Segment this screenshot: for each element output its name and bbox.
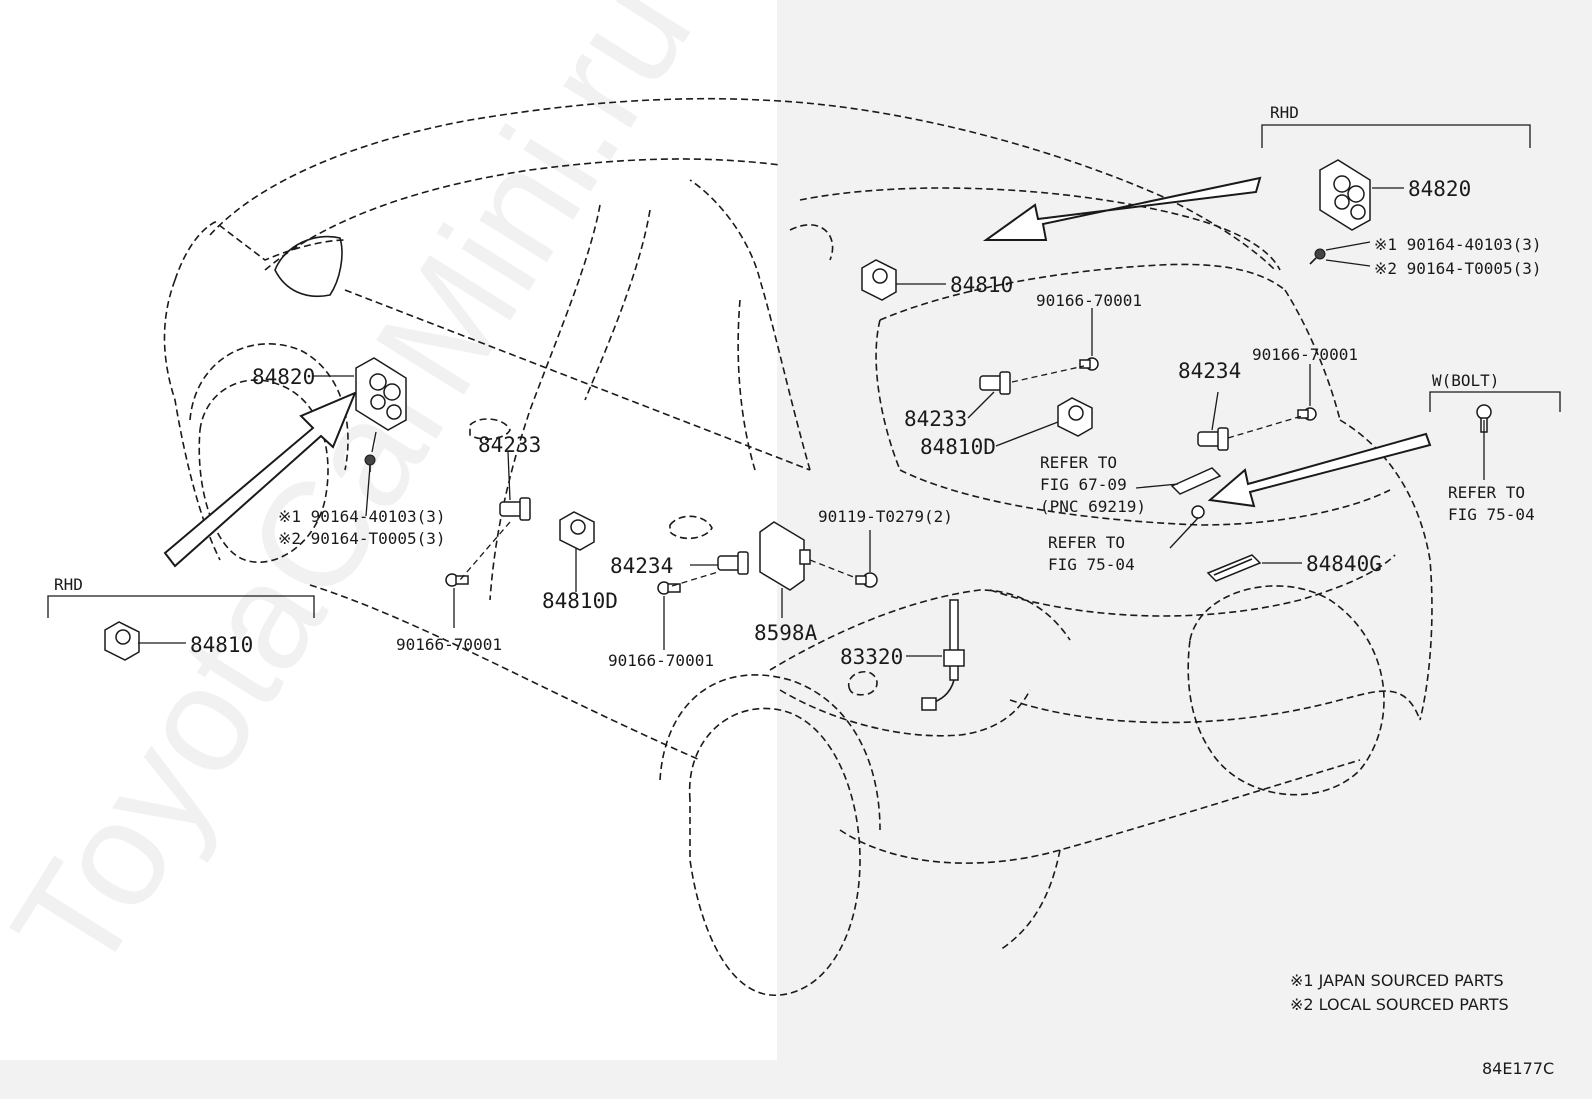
switch-84810D-right-icon[interactable]: [1057, 397, 1093, 437]
label-84233-left: 84233: [478, 433, 541, 457]
part-labels: 84820 84810 84820 84810 84233 84233 8423…: [54, 103, 1554, 1078]
label-84233-center: 84233: [904, 407, 967, 431]
label-84810D-right: 84810D: [920, 435, 996, 459]
grommet-icon[interactable]: [1191, 505, 1205, 519]
bolt-90166-c-icon[interactable]: [445, 573, 469, 587]
ref-75-04-right-line1[interactable]: REFER TO: [1448, 483, 1525, 502]
ref-67-09-line2[interactable]: FIG 67-09: [1040, 475, 1127, 494]
label-90166-a: 90166-70001: [1036, 291, 1142, 310]
control-module-8598A-icon[interactable]: [759, 521, 811, 591]
label-84234-center: 84234: [610, 554, 673, 578]
ref-67-09-line3[interactable]: (PNC 69219): [1040, 497, 1146, 516]
label-90166-d: 90166-70001: [608, 651, 714, 670]
switch-84820-right-icon[interactable]: [1319, 159, 1371, 231]
note-japan-sourced: ※1 JAPAN SOURCED PARTS: [1290, 971, 1504, 990]
car-outline: [163, 97, 1433, 996]
courtesy-switch-84234-right-icon[interactable]: [1197, 427, 1229, 451]
arrow-top-rear: [982, 176, 1262, 241]
sensor-83320-icon[interactable]: [921, 599, 965, 711]
label-screw-left-2: ※2 90164-T0005(3): [278, 529, 446, 548]
label-8598A: 8598A: [754, 621, 818, 645]
label-84810-left: 84810: [190, 633, 253, 657]
bolt-90166-a-icon[interactable]: [1079, 357, 1099, 371]
switch-84810-top-icon[interactable]: [861, 259, 897, 301]
note-local-sourced: ※2 LOCAL SOURCED PARTS: [1290, 995, 1509, 1014]
label-screw-right-2: ※2 90164-T0005(3): [1374, 259, 1542, 278]
direction-arrows: [163, 176, 1432, 568]
bolt-90166-b-icon[interactable]: [1297, 407, 1317, 421]
ref-75-04-right-line2[interactable]: FIG 75-04: [1448, 505, 1535, 524]
label-83320: 83320: [840, 645, 903, 669]
ref-75-04-center-line1[interactable]: REFER TO: [1048, 533, 1125, 552]
bolt-90119-icon[interactable]: [855, 572, 878, 588]
label-84820-right: 84820: [1408, 177, 1471, 201]
label-84810D-center: 84810D: [542, 589, 618, 613]
group-brackets: [47, 124, 1561, 618]
label-screw-right-1: ※1 90164-40103(3): [1374, 235, 1542, 254]
switch-84820-left-icon[interactable]: [355, 357, 407, 431]
courtesy-switch-84234-center-icon[interactable]: [717, 551, 749, 575]
watermark: ToyotaCarMini.ru: [0, 0, 723, 1002]
ref-75-04-center-line2[interactable]: FIG 75-04: [1048, 555, 1135, 574]
switch-84810-left-icon[interactable]: [104, 621, 140, 661]
switch-84810D-center-icon[interactable]: [559, 511, 595, 551]
leader-lines: [138, 187, 1485, 657]
label-rhd-left: RHD: [54, 575, 83, 594]
label-90166-c: 90166-70001: [396, 635, 502, 654]
lamp-ref-67-09-icon[interactable]: [1170, 467, 1222, 495]
label-90166-b: 90166-70001: [1252, 345, 1358, 364]
shaded-footer: [0, 1060, 1592, 1099]
label-screw-left-1: ※1 90164-40103(3): [278, 507, 446, 526]
courtesy-switch-84233-center-icon[interactable]: [979, 371, 1011, 395]
arrow-left-door: [163, 391, 357, 568]
label-90119: 90119-T0279(2): [818, 507, 953, 526]
ref-67-09-line1[interactable]: REFER TO: [1040, 453, 1117, 472]
label-84810-top: 84810: [950, 273, 1013, 297]
shaded-panel: [777, 0, 1592, 1060]
label-84234-right: 84234: [1178, 359, 1241, 383]
bolt-90166-d-icon[interactable]: [657, 581, 681, 595]
label-w-bolt: W(BOLT): [1432, 371, 1499, 390]
arrow-rear-gate: [1207, 432, 1432, 508]
figure-code: 84E177C: [1482, 1059, 1554, 1078]
lamp-84840G-icon[interactable]: [1206, 554, 1262, 582]
label-84820-left: 84820: [252, 365, 315, 389]
label-84840G: 84840G: [1306, 552, 1382, 576]
screw-90164-right-icon[interactable]: [1309, 248, 1326, 265]
courtesy-switch-84233-left-icon[interactable]: [499, 497, 531, 521]
label-rhd-top: RHD: [1270, 103, 1299, 122]
